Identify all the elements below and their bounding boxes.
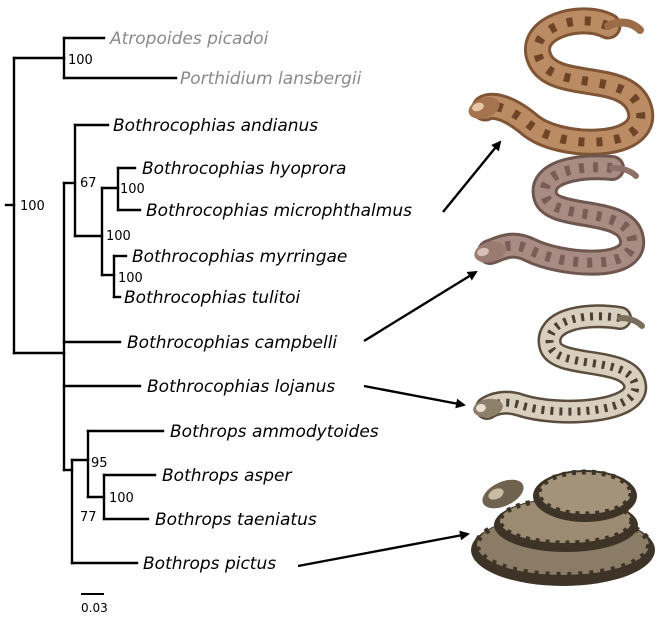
scale-bar: 0.03 <box>81 594 108 615</box>
taxon-label: Bothrocophias andianus <box>113 116 318 136</box>
taxon-label: Bothrops pictus <box>143 554 276 574</box>
taxon-label: Bothrocophias lojanus <box>147 377 335 397</box>
taxon-label: Porthidium lansbergii <box>180 69 362 89</box>
support-value-andianus: 67 <box>80 176 97 191</box>
taxon-label: Bothrocophias tulitoi <box>124 288 301 308</box>
snake-illustration-3 <box>472 316 642 419</box>
taxon-label: Bothrops asper <box>162 466 292 486</box>
arrow-lojanus <box>364 386 464 405</box>
support-value-bothrops-core: 95 <box>91 456 108 471</box>
support-value-hyoprora: 100 <box>120 182 145 197</box>
taxon-label: Bothrops ammodytoides <box>170 422 379 442</box>
support-value-hyoprora-myrringae: 100 <box>106 229 131 244</box>
taxon-label: Bothrops taeniatus <box>155 510 317 530</box>
taxon-label: Bothrocophias hyoprora <box>142 159 346 179</box>
support-value-asper: 100 <box>109 491 134 506</box>
support-value-bothrops-all: 77 <box>80 510 97 525</box>
taxon-label: Bothrocophias microphthalmus <box>146 201 412 221</box>
snake-illustration-1 <box>466 21 641 142</box>
taxon-labels: Atropoides picadoi Porthidium lansbergii… <box>109 29 412 574</box>
taxon-label: Bothrocophias campbelli <box>127 333 337 353</box>
arrow-campbelli <box>364 272 476 341</box>
support-value-outgroup: 100 <box>68 53 93 68</box>
support-value-root: 100 <box>20 199 45 214</box>
scale-bar-label: 0.03 <box>81 601 108 615</box>
taxon-label: Bothrocophias myrringae <box>132 247 347 267</box>
taxon-label: Atropoides picadoi <box>109 29 269 49</box>
arrow-pictus <box>298 534 468 566</box>
snake-illustration-4 <box>471 470 655 586</box>
support-value-myrringae: 100 <box>118 271 143 286</box>
arrow-microphthalmus <box>443 142 500 212</box>
snake-illustration-2 <box>472 167 636 266</box>
